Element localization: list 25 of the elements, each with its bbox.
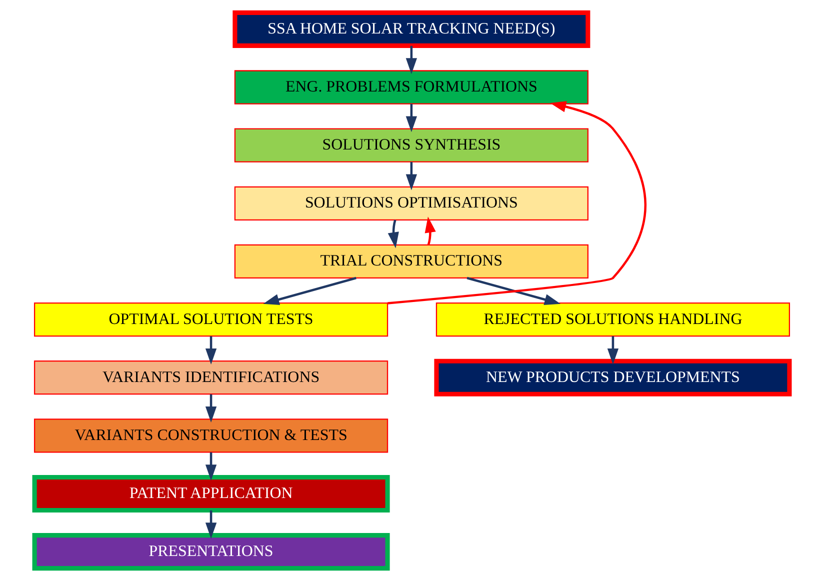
arrow [205,394,217,423]
node-box: PATENT APPLICATION [32,474,390,513]
node-box: ENG. PROBLEMS FORMULATIONS [234,70,588,104]
node-box: VARIANTS IDENTIFICATIONS [34,360,388,395]
arrow [388,220,399,248]
arrow [263,276,356,305]
arrow [466,276,561,305]
node-box: PRESENTATIONS [32,533,390,571]
node-box: REJECTED SOLUTIONS HANDLING [436,302,790,337]
node-box: SOLUTIONS OPTIMISATIONS [234,186,588,220]
node-box: SOLUTIONS SYNTHESIS [234,128,588,162]
arrow [205,510,217,539]
node-box: OPTIMAL SOLUTION TESTS [34,302,388,337]
node-box: VARIANTS CONSTRUCTION & TESTS [34,418,388,453]
node-box: SSA HOME SOLAR TRACKING NEED(S) [232,10,590,48]
arrow [406,162,418,190]
arrow [406,46,418,74]
node-box: TRIAL CONSTRUCTIONS [234,244,588,279]
arrow [424,216,436,246]
arrow [205,336,217,364]
arrow [406,104,418,132]
arrow [607,336,619,364]
arrow [205,452,217,481]
arrow [388,101,646,304]
node-box: NEW PRODUCTS DEVELOPMENTS [434,358,792,396]
